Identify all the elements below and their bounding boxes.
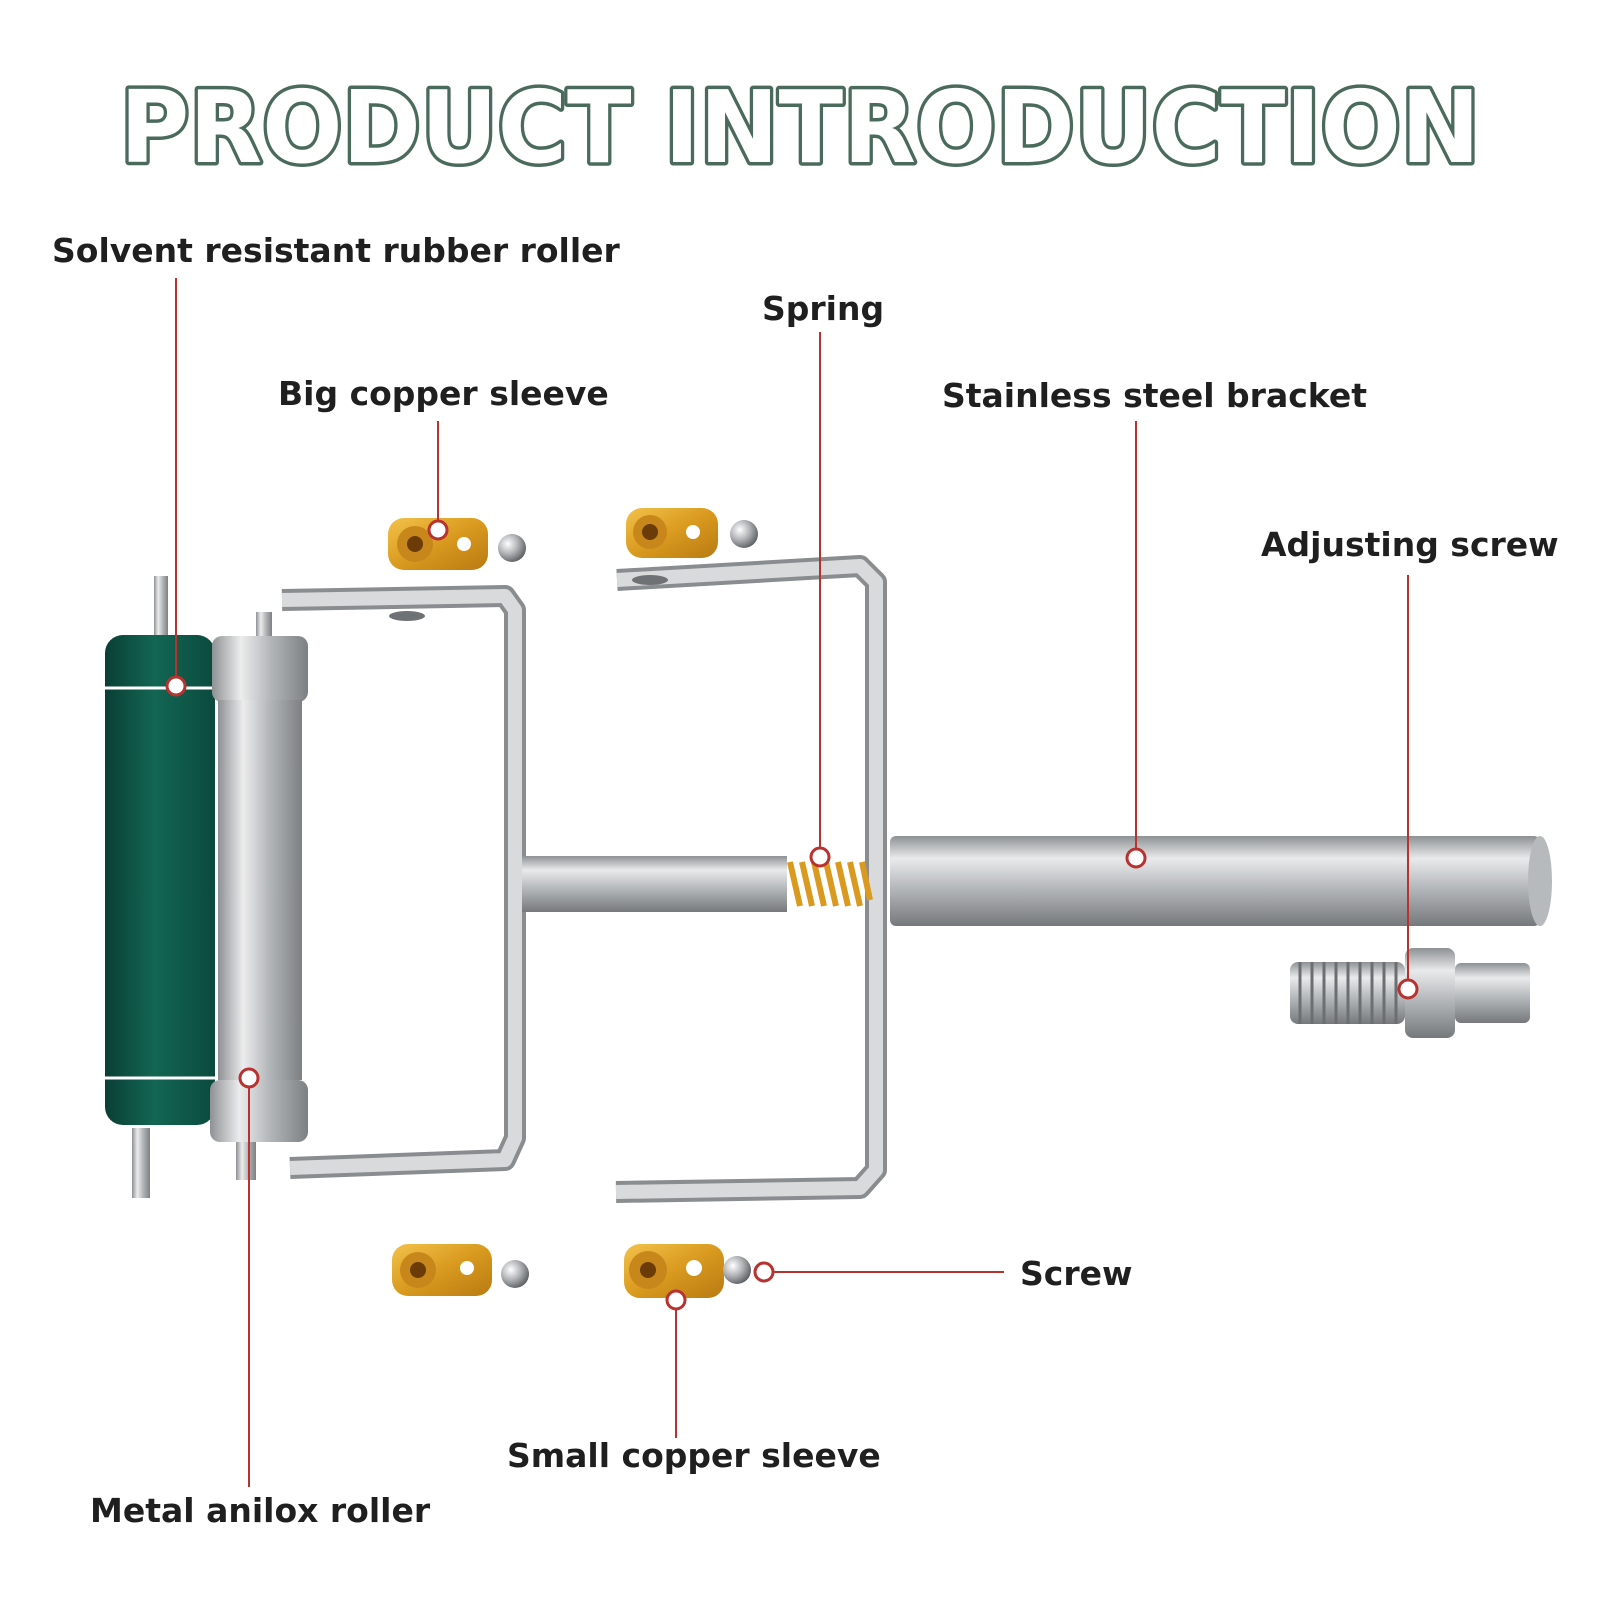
label-screw: Screw [1020,1254,1132,1293]
label-spring: Spring [762,289,884,328]
anilox-roller [210,612,308,1180]
copper-sleeve-bottom-right [624,1244,751,1298]
page-title: PRODUCT INTRODUCTION [120,69,1480,186]
copper-sleeve-top-right [626,508,758,558]
long-rod [890,836,1540,926]
label-rubber-roller: Solvent resistant rubber roller [52,231,621,270]
label-anilox-roller: Metal anilox roller [90,1491,431,1530]
copper-sleeve-bottom-left [392,1244,529,1296]
copper-sleeve-top-left [388,518,526,570]
left-bracket [281,585,526,1179]
label-small-copper-sleeve: Small copper sleeve [507,1436,881,1475]
adjusting-screw [1290,948,1530,1038]
label-big-copper-sleeve: Big copper sleeve [278,374,609,413]
spring [787,861,873,907]
rubber-roller [105,576,215,1198]
center-shaft [522,856,787,912]
leader-lines [165,278,1419,1487]
label-adjusting-screw: Adjusting screw [1261,525,1559,564]
label-stainless-steel-bracket: Stainless steel bracket [942,376,1367,415]
